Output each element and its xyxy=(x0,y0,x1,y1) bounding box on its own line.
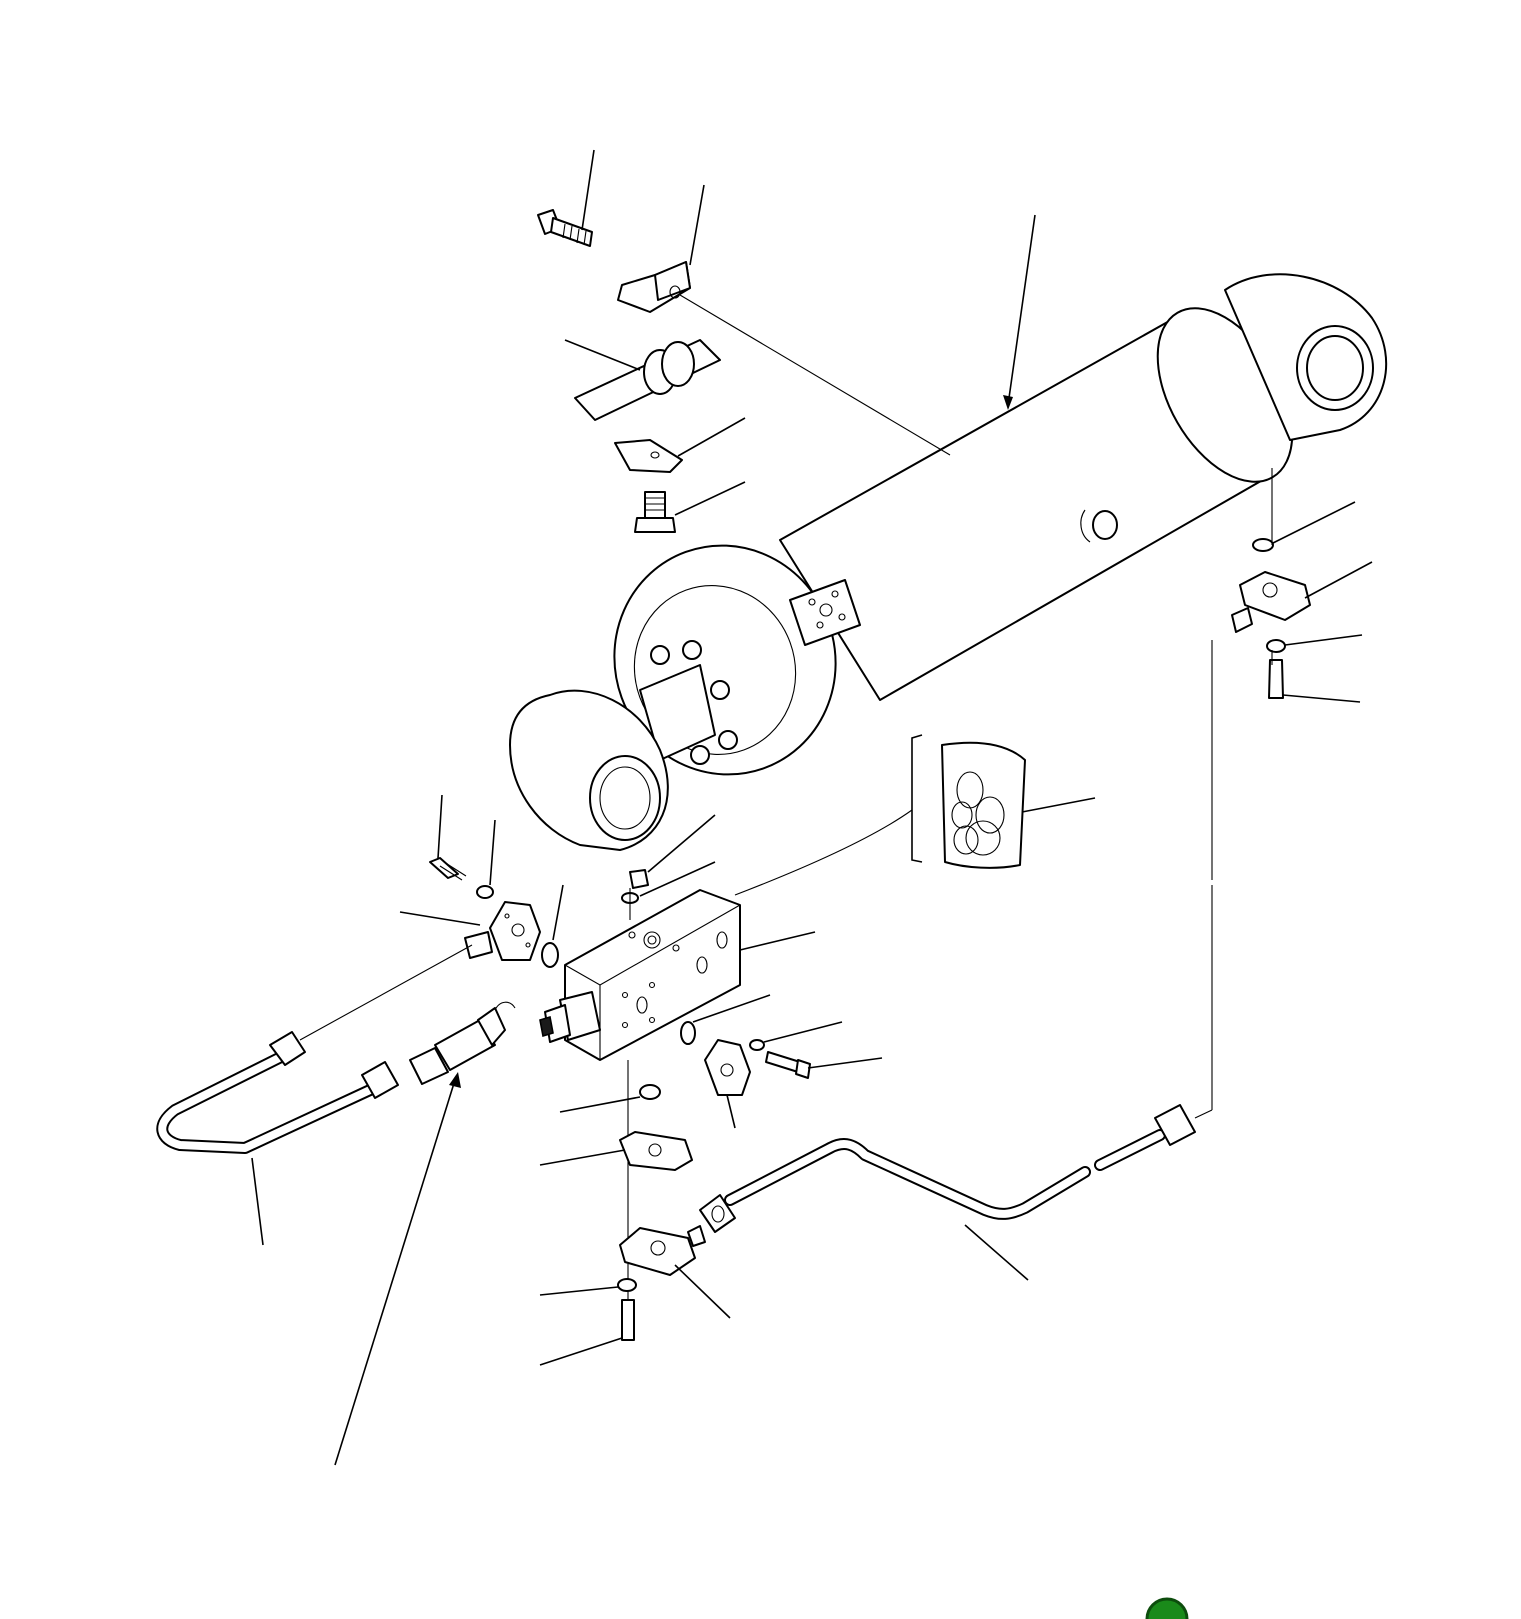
seal-kit xyxy=(734,734,1096,896)
right-flange-assembly xyxy=(1211,468,1373,1110)
hydraulic-cylinder xyxy=(509,214,1388,851)
pipe-clamp-assembly xyxy=(537,149,951,533)
bottom-flange-stack xyxy=(539,1060,731,1366)
valve-block xyxy=(539,814,816,1061)
left-flange-assembly xyxy=(399,794,541,961)
long-pipe xyxy=(699,1104,1213,1281)
u-shaped-pipe xyxy=(156,944,473,1246)
side-flange-bolt xyxy=(704,1021,883,1129)
status-indicator xyxy=(1145,1597,1189,1619)
hose-fitting xyxy=(334,1001,516,1466)
status-dot xyxy=(1145,1597,1189,1619)
